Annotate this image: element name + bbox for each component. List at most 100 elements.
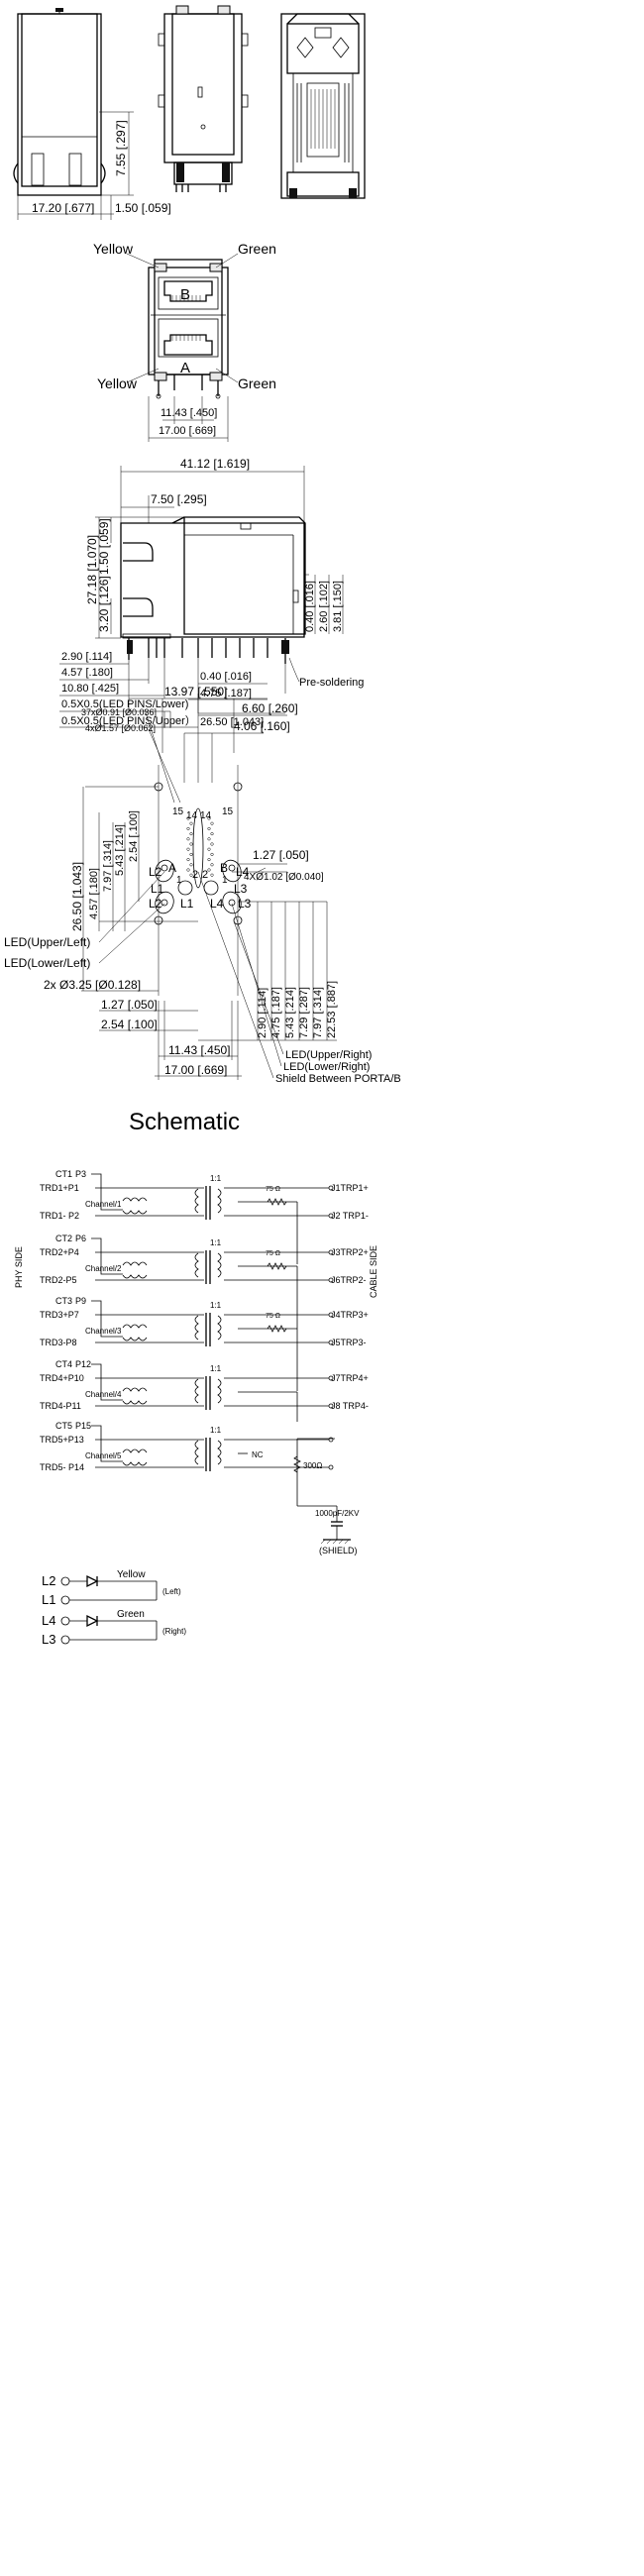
pin-hole [189,821,193,825]
channel-1-ctp: P3 [75,1169,86,1179]
fp-d406: 4.06 [.160] [234,719,290,733]
side-height-dim: 27.18 [1.070] [85,535,99,604]
side-offset-dim: 7.50 [.295] [151,492,207,506]
pin-hole [186,847,190,851]
fp-p15b: 15 [222,806,234,817]
channel-1-jm: J2 TRP1- [331,1211,369,1221]
channel-1-name: Channel/1 [85,1200,122,1209]
side-d040: 0.40 [.016] [200,671,252,683]
channel-1-jp: J1TRP1+ [331,1183,369,1193]
side-led-lower: 0.5X0.5(LED PINS/Lower) [61,698,188,710]
side-d290: 2.90 [.114] [61,651,112,663]
fp-L2b: L2 [149,897,162,911]
channel-5-jp: NC [252,1450,264,1459]
port-dim-1143: 11.43 [.450] [161,407,217,419]
front-width-dim: 17.20 [.677] [32,201,94,215]
pin-hole [186,858,190,862]
fp-p1a: 1 [176,875,182,886]
fp-d1700: 17.00 [.669] [164,1063,227,1077]
fp-r290: 2.90 [.114] [257,988,268,1038]
fp-d254v: 2.54 [.100] [128,810,140,862]
fp-p14b: 14 [200,810,212,821]
channel-2-ctp: P6 [75,1234,86,1243]
channel-3-jm: J5TRP3- [331,1338,367,1347]
front-height-dim: 7.55 [.297] [114,120,128,176]
side-d1080: 10.80 [.425] [61,683,119,695]
port-dim-1700: 17.00 [.669] [159,425,216,437]
channel-2-ratio: 1:1 [210,1238,222,1247]
pin-hole [210,863,214,867]
side-d150: 1.50 [.059] [97,518,111,575]
led-l2: L2 [42,1573,55,1588]
channel-5-name: Channel/5 [85,1451,122,1460]
pin-hole [207,837,211,841]
schematic-title: Schematic [129,1109,240,1135]
fp-L3a: L3 [234,882,248,896]
fp-p2b: 2 [202,869,208,881]
port-b-label: B [180,286,190,303]
fp-L3b: L3 [238,897,252,911]
channel-4-ct: CT4 [55,1359,72,1369]
pin-hole [210,842,214,846]
pin-hole [189,863,193,867]
fp-led-ll: LED(Lower/Left) [4,956,90,970]
pin-hole [186,837,190,841]
phy-side-label: PHY SIDE [14,1246,24,1288]
channel-5-ratio: 1:1 [210,1426,222,1435]
channel-3-ratio: 1:1 [210,1301,222,1310]
side-d040v: 0.40 [.016] [304,581,316,632]
led-yellow: Yellow [117,1569,146,1580]
pin-hole [207,858,211,862]
side-d320: 3.20 [.126] [97,576,111,632]
channel-4-trdp: TRD4+P10 [40,1373,84,1383]
resistor-300: 300Ω [293,1455,322,1473]
pin-hole [210,832,214,836]
led-l4: L4 [42,1613,55,1628]
port-a-label: A [180,360,190,376]
fp-led-lr: LED(Lower/Right) [283,1061,370,1073]
fp-d2650v: 26.50 [1.043] [70,862,84,931]
side-d457: 4.57 [.180] [61,667,113,679]
fp-holes4b: 4XØ1.02 [Ø0.040] [244,872,324,883]
pin-hole [210,873,214,877]
channel-3-res: 75 Ω [266,1313,280,1320]
cap-label: 1000pF/2KV [315,1509,360,1518]
channel-5-ct: CT5 [55,1421,72,1431]
fp-shield: Shield Between PORTA/B [275,1073,401,1085]
pin-hole [186,816,190,820]
back-view [158,5,249,192]
fp-p14a: 14 [186,810,198,821]
pin-hole [210,821,214,825]
side-d260: 2.60 [.102] [318,581,330,632]
pin-hole [189,832,193,836]
side-d475: 4.75 [.187] [200,688,252,699]
footprint-view [81,694,337,1080]
channel-2-trdm: TRD2-P5 [40,1275,77,1285]
pin-hole [189,873,193,877]
channel-3-trdm: TRD3-P8 [40,1338,77,1347]
channel-2-name: Channel/2 [85,1264,122,1273]
fp-r2253: 22.53 [.887] [326,981,338,1038]
fp-p2a: 2 [192,869,198,881]
resistor-300-label: 300Ω [303,1461,322,1470]
channel-4-name: Channel/4 [85,1390,122,1399]
channel-5-ctp: P15 [75,1421,91,1431]
channel-2-jm: J6TRP2- [331,1275,367,1285]
fp-d1143: 11.43 [.450] [168,1043,231,1057]
top-view [280,13,366,199]
led-l3: L3 [42,1632,55,1647]
fp-r543: 5.43 [.214] [284,987,296,1038]
channel-5-trdm: TRD5- P14 [40,1462,84,1472]
pin-hole [207,826,211,830]
green-bot-label: Green [238,376,276,391]
channel-3-trdp: TRD3+P7 [40,1310,79,1320]
fp-r729: 7.29 [.287] [298,987,310,1038]
fp-led-ur: LED(Upper/Right) [285,1049,372,1061]
channel-1-trdm: TRD1- P2 [40,1211,79,1221]
